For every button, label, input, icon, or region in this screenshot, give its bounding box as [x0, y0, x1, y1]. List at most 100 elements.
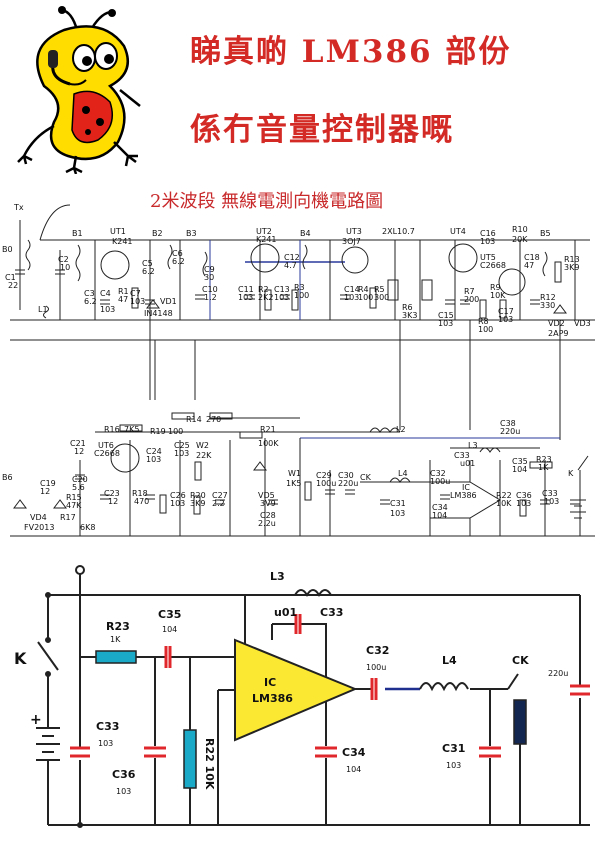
- label-c25-value: 103: [174, 449, 189, 458]
- label-c34: C34: [432, 503, 448, 512]
- label-l1: L1: [38, 305, 48, 314]
- schematic-title: 2米波段 無線電測向機電路圖: [150, 191, 384, 212]
- label-r2-value: 2K2: [258, 293, 273, 302]
- bottom-label-c32-value: 100u: [366, 663, 386, 672]
- label-ut2: UT2: [256, 227, 272, 236]
- label-c29: C29: [316, 471, 332, 480]
- label-c26: C26: [170, 491, 186, 500]
- label-w1-value: 1K5: [286, 479, 301, 488]
- label-c2: C2: [58, 255, 69, 264]
- label-r3: R3: [294, 283, 305, 292]
- bottom-label-ck: CK: [512, 654, 529, 667]
- label-c32-value: 100u: [430, 477, 450, 486]
- label-r5-value: 300: [374, 293, 389, 302]
- label-c30-value: 220u: [338, 479, 358, 488]
- bottom-label-c36-value: 103: [116, 787, 131, 796]
- label-tx: Tx: [13, 203, 24, 212]
- label-l3: L3: [468, 441, 478, 450]
- label-c3: C3: [84, 289, 95, 298]
- bottom-label-r23-value: 1K: [110, 635, 121, 644]
- label-c15: C15: [438, 311, 454, 320]
- label-r5: R5: [374, 285, 385, 294]
- label-r12: R12: [540, 293, 556, 302]
- label-vd3: VD3: [574, 319, 591, 328]
- label-c28-value: 2.2u: [258, 519, 276, 528]
- label-c19: C19: [40, 479, 56, 488]
- label-r12-value: 330: [540, 301, 555, 310]
- label-r17: R17: [60, 513, 76, 522]
- label-r7-value: 200: [464, 295, 479, 304]
- bottom-label-c35-value: 104: [162, 625, 177, 634]
- label-c14-value: 103: [344, 293, 359, 302]
- label-c33b-value: 103: [544, 497, 559, 506]
- label-c4: C4: [100, 289, 111, 298]
- label-b0: B0: [2, 245, 13, 254]
- bottom-label-plus: +: [30, 712, 42, 728]
- label-b4: B4: [300, 229, 311, 238]
- label-r16-value: 7K5: [124, 425, 139, 434]
- label-k: K: [568, 469, 574, 478]
- bottom-label-220u: 220u: [548, 669, 568, 678]
- label-c17-value: 103: [498, 315, 513, 324]
- label-w1: W1: [288, 469, 301, 478]
- bottom-label-r23: R23: [106, 620, 130, 633]
- label-c16-value: 103: [480, 237, 495, 246]
- label-r13: R13: [564, 255, 580, 264]
- bottom-label-u01: u01: [274, 606, 297, 619]
- label-c30: C30: [338, 471, 354, 480]
- bottom-label-r22: R22 10K: [203, 738, 216, 790]
- label-c7-value: 103: [130, 297, 145, 306]
- label-c16: C16: [480, 229, 496, 238]
- label-c11-value: 103: [238, 293, 253, 302]
- label-vd5-value: 3V9: [260, 499, 276, 508]
- label-c1-value: 22: [8, 281, 18, 290]
- label-r1-value: 47: [118, 295, 128, 304]
- label-ut6-part: C2668: [94, 449, 120, 458]
- label-vd5: VD5: [258, 491, 275, 500]
- label-r23: R23: [536, 455, 552, 464]
- label-c9: C9: [204, 265, 215, 274]
- bottom-label-c33-top: C33: [320, 606, 343, 619]
- label-c38: C38: [500, 419, 516, 428]
- label-r20-value: 3K9: [190, 499, 205, 508]
- header-line-1: 睇真啲 LM386 部份: [190, 34, 512, 70]
- bottom-label-c33-value: 103: [98, 739, 113, 748]
- label-r18-value: 470: [134, 497, 149, 506]
- label-vd2-part: 2AP9: [548, 329, 568, 338]
- label-r19: R19: [150, 427, 166, 436]
- label-c33b: C33: [542, 489, 558, 498]
- label-c33-value: u01: [460, 459, 475, 468]
- label-c12: C12: [284, 253, 300, 262]
- bottom-label-c31-value: 103: [446, 761, 461, 770]
- bottom-label-c33: C33: [96, 720, 119, 733]
- label-r9: R9: [490, 283, 501, 292]
- bottom-label-l4: L4: [442, 654, 457, 667]
- label-c26-value: 103: [170, 499, 185, 508]
- label-c27-value: 2.2: [212, 499, 225, 508]
- label-c25: C25: [174, 441, 190, 450]
- label-r16: R16: [104, 425, 120, 434]
- label-ut6: UT6: [98, 441, 114, 450]
- label-r1: R1: [118, 287, 129, 296]
- label-w2-value: 22K: [196, 451, 212, 460]
- r23-resistor: [95, 650, 137, 664]
- label-r6: R6: [402, 303, 413, 312]
- label-ut5-part: C2668: [480, 261, 506, 270]
- lm386-amplifier-schematic: L3 u01 C33 R23 1K C35 104 K + IC LM386 C…: [14, 565, 590, 828]
- label-r22-value: 10K: [496, 499, 512, 508]
- label-c21-value: 12: [74, 447, 84, 456]
- label-c10-value: 1.2: [204, 293, 217, 302]
- label-r9-value: 10K: [490, 291, 506, 300]
- bottom-label-c32: C32: [366, 644, 389, 657]
- label-b6: B6: [2, 473, 13, 482]
- label-b5: B5: [540, 229, 551, 238]
- label-c13: C13: [274, 285, 290, 294]
- label-l2: L2: [396, 425, 406, 434]
- label-ut1: UT1: [110, 227, 126, 236]
- label-c35-value: 104: [512, 465, 527, 474]
- label-c23-value: 12: [108, 497, 118, 506]
- bottom-label-c36: C36: [112, 768, 136, 781]
- label-r22: R22: [496, 491, 512, 500]
- label-c31-value: 103: [390, 509, 405, 518]
- label-r19-value: 100: [168, 427, 183, 436]
